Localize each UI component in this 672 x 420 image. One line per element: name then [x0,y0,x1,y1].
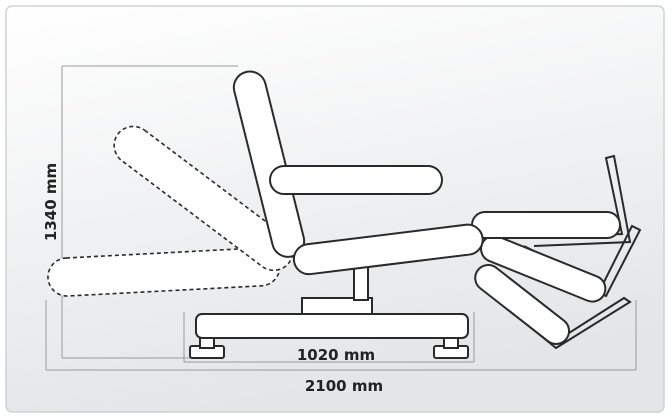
backrest-dashed-flat [47,247,281,297]
backrest-dashed-inclined [113,125,294,272]
leg-cushion-low [474,264,571,345]
base-width-dimension-label: 1020 mm [297,346,375,364]
total-length-dimension [45,300,637,371]
chair-main [232,70,484,276]
total-length-dimension-label: 2100 mm [305,377,383,395]
height-dimension [61,65,238,359]
diagram-panel [5,5,665,413]
base-plate [195,313,469,339]
base-width-dimension [183,312,475,363]
seat-cushion [292,223,484,276]
backrest-alt-positions [47,125,294,297]
backrest-upright [232,70,306,258]
base-column-collar [301,297,373,315]
armrest [269,165,443,195]
leg-cushion-high [471,211,621,239]
height-dimension-label: 1340 mm [42,163,60,241]
chair-base [189,263,469,359]
leg-rest-alt-positions [471,154,642,350]
